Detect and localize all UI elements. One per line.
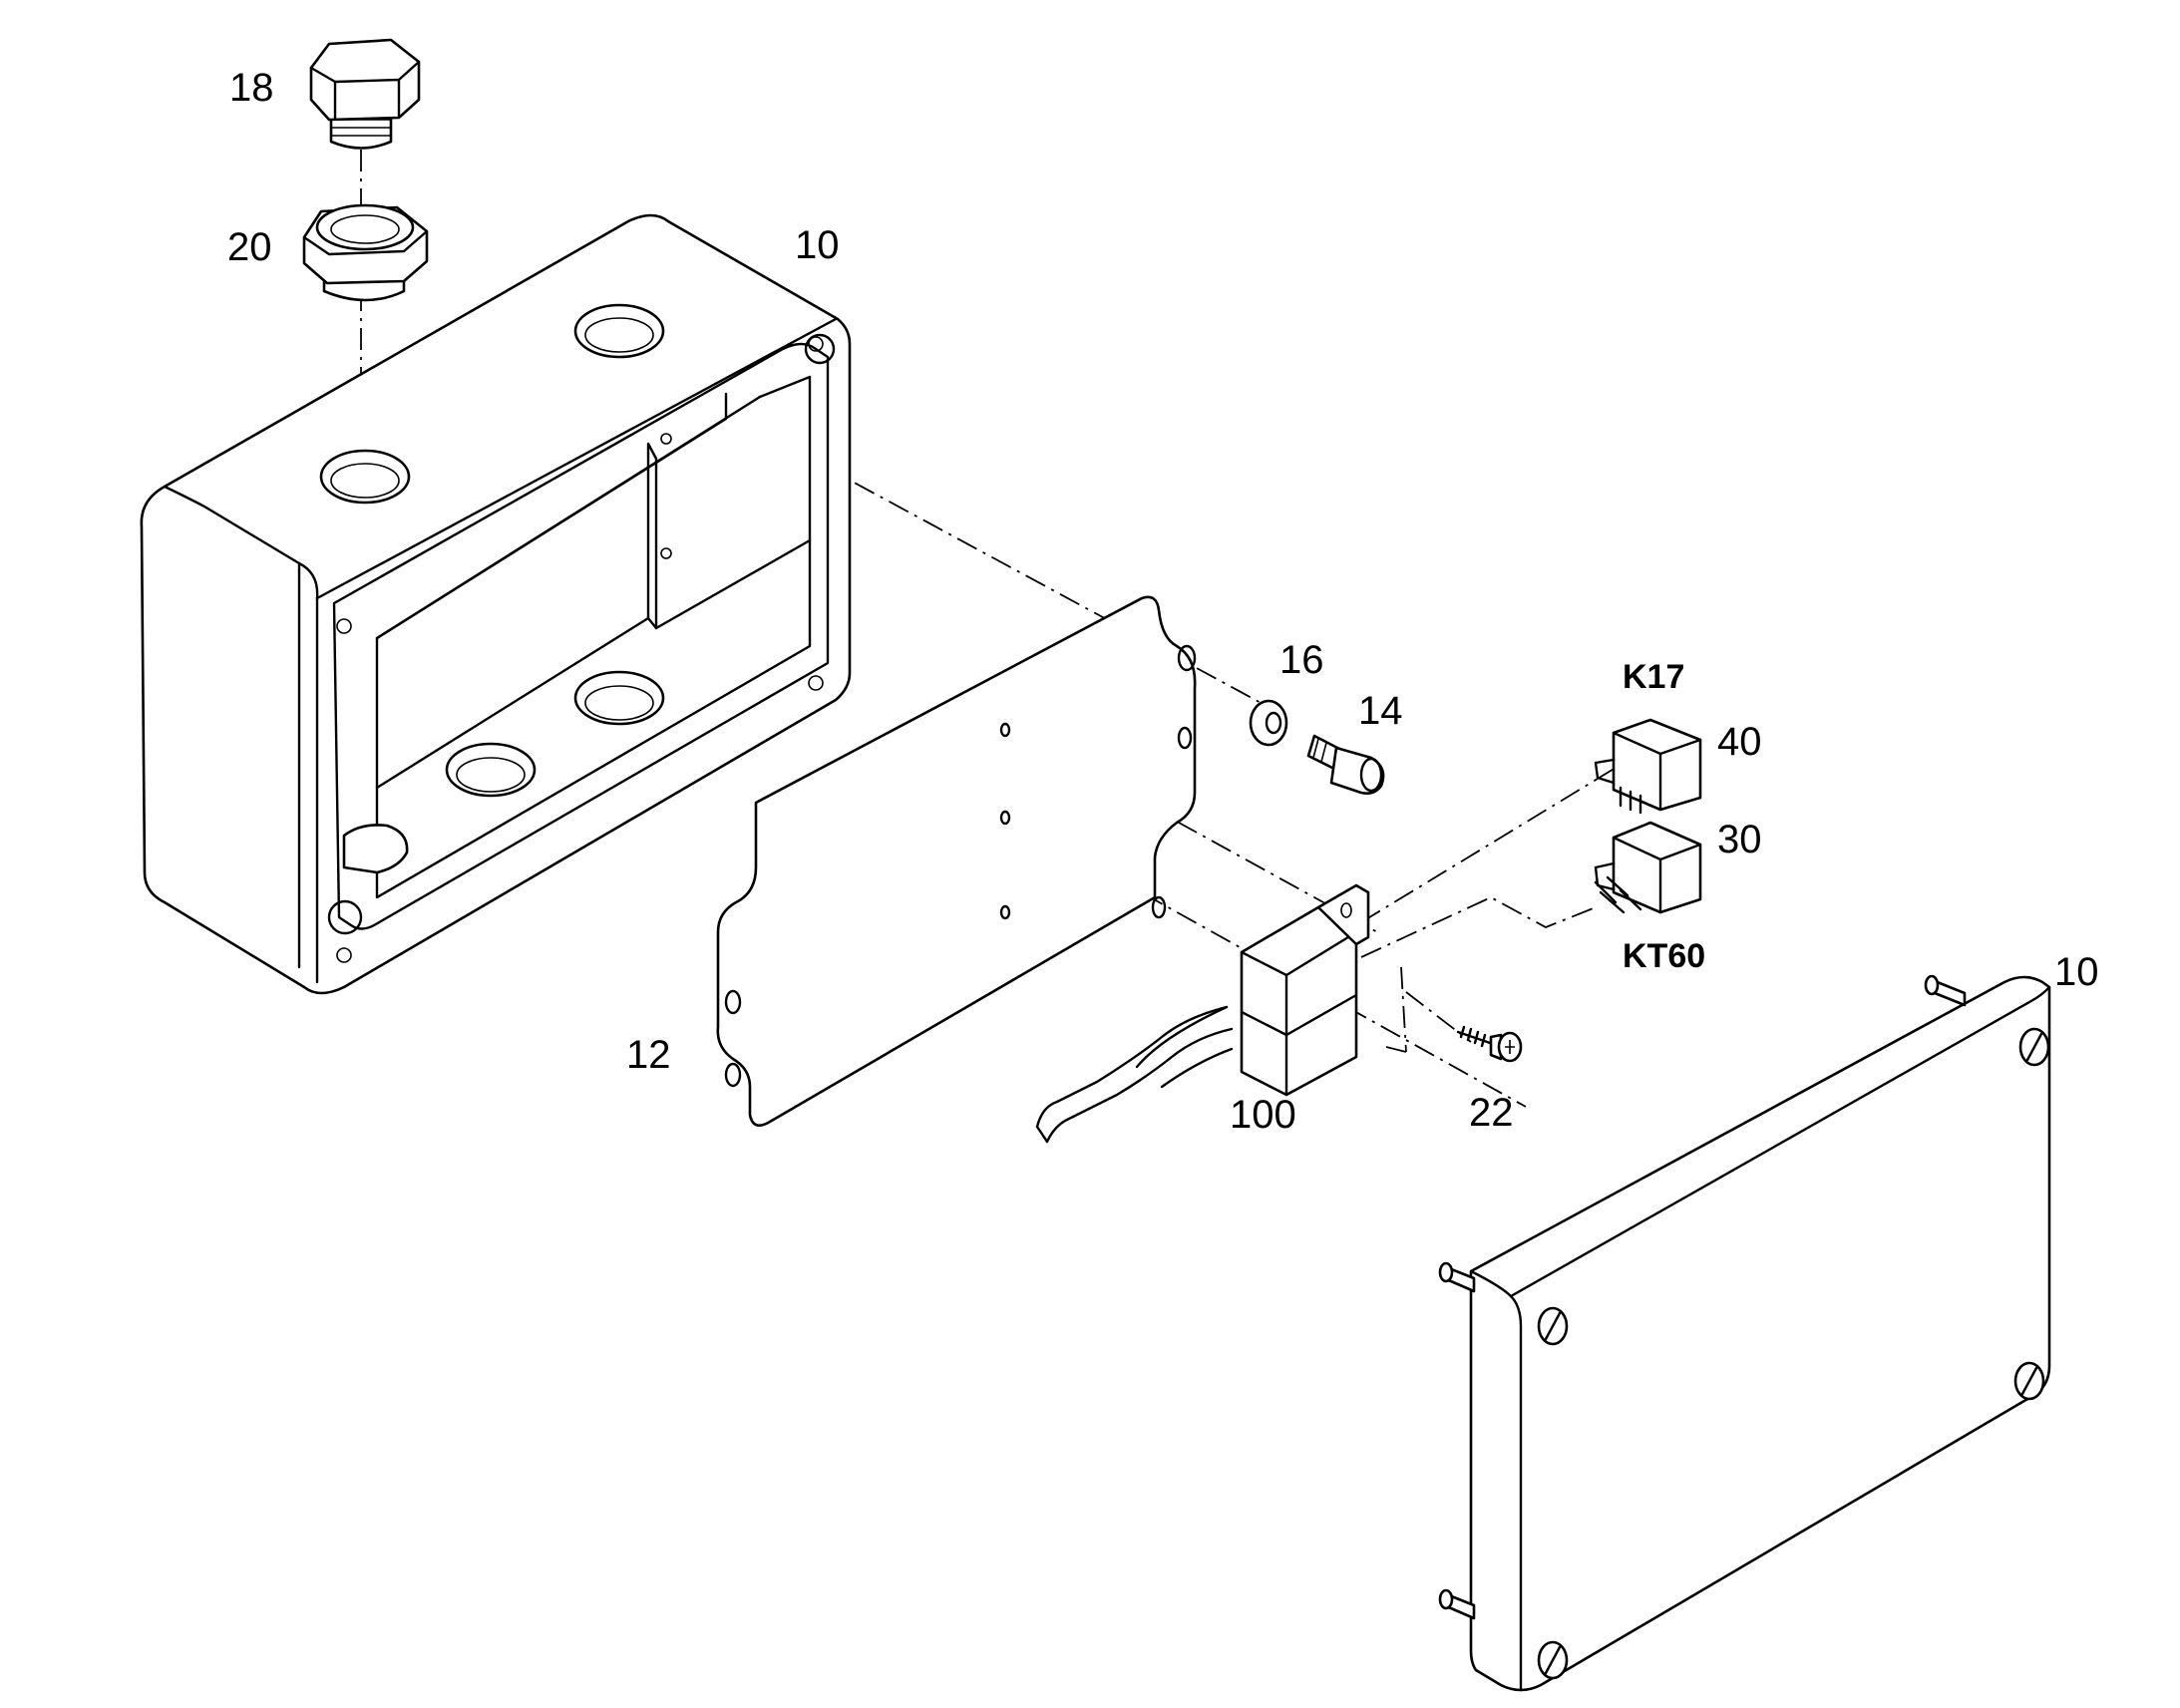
mounting-plate-part [716, 595, 1197, 1127]
callout-relay-k17: 40 [1717, 720, 1762, 764]
callout-relay-kt60: 30 [1717, 818, 1762, 861]
screw-part [1306, 734, 1385, 795]
washer-part [1249, 699, 1288, 747]
callout-connector: 100 [1230, 1093, 1296, 1137]
plug-part [309, 38, 421, 150]
callout-screw: 14 [1358, 689, 1403, 733]
callout-tapping-screw: 22 [1469, 1091, 1514, 1135]
connector-part [1035, 883, 1370, 1144]
code-kt60: KT60 [1623, 937, 1706, 975]
relay-k17-part [1594, 718, 1702, 815]
callout-mounting-plate: 12 [626, 1033, 671, 1077]
relay-kt60-part [1594, 821, 1702, 914]
housing-part [140, 213, 852, 995]
tapping-screw-part [1456, 1025, 1523, 1063]
callout-cover: 10 [2054, 950, 2099, 994]
code-k17: K17 [1623, 658, 1685, 696]
callout-housing: 10 [795, 223, 840, 267]
callout-plug: 18 [229, 66, 274, 110]
callout-gland: 20 [227, 225, 272, 269]
cover-part [1438, 974, 2051, 1692]
callout-washer: 16 [1279, 638, 1324, 682]
gland-part [302, 203, 429, 302]
